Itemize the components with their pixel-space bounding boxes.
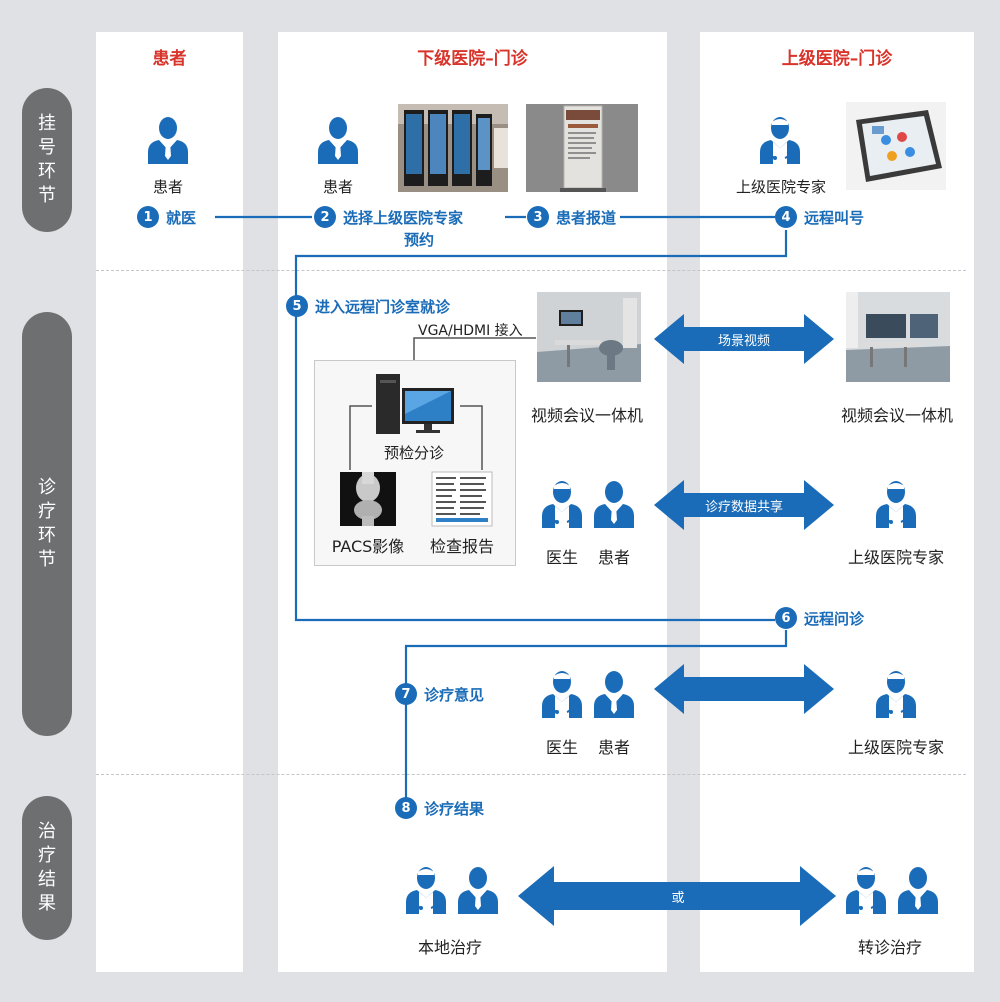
precheck-label: 预检分诊 (383, 444, 444, 462)
patient-icon-c (592, 480, 636, 528)
expert-label-a: 上级医院专家 (735, 178, 826, 196)
patient-label-d: 患者 (597, 738, 630, 757)
data-share-label: 诊疗数据共享 (704, 500, 783, 515)
header-upper-hospital: 上级医院–门诊 (781, 49, 893, 69)
header-lower-hospital: 下级医院–门诊 (417, 49, 528, 69)
vga-label: VGA/HDMI 接入 (418, 323, 523, 339)
opinion-arrow (654, 664, 834, 714)
tablet-image (846, 102, 946, 190)
step-2-subtext: 预约 (404, 231, 435, 249)
pacs-label: PACS影像 (331, 537, 405, 556)
phase-diagnosis: 诊疗环节 (22, 312, 72, 736)
expert-icon-c (874, 670, 918, 718)
vc-label-upper: 视频会议一体机 (840, 406, 953, 425)
expert-label-b: 上级医院专家 (847, 548, 944, 567)
separator-1 (96, 270, 966, 271)
or-arrow (518, 866, 836, 926)
signboard-image (526, 104, 638, 192)
doctor-icon-local (404, 866, 448, 914)
expert-icon-b (874, 480, 918, 528)
report-image (431, 471, 493, 527)
precheck-box (314, 360, 516, 566)
patient-label-a: 患者 (152, 178, 183, 196)
header-patient: 患者 (152, 49, 187, 69)
vc-room-lower (537, 292, 641, 382)
report-label: 检查报告 (429, 537, 494, 556)
patient-label-c: 患者 (597, 548, 630, 567)
column-patient (96, 32, 243, 972)
phase-result: 治疗结果 (22, 796, 72, 940)
vc-room-upper (846, 292, 950, 382)
separator-2 (96, 774, 966, 775)
doctor-label-b: 医生 (545, 738, 578, 757)
phase-register: 挂号环节 (22, 88, 72, 232)
vc-label-lower: 视频会议一体机 (530, 406, 643, 425)
kiosk-image (398, 104, 508, 192)
doctor-icon-b (540, 670, 584, 718)
doctor-icon-transfer (844, 866, 888, 914)
local-treatment-label: 本地治疗 (417, 938, 482, 957)
patient-icon-local (456, 866, 500, 914)
doctor-icon-a (540, 480, 584, 528)
computer-icon (376, 374, 454, 434)
patient-icon-transfer (896, 866, 940, 914)
scene-video-label: 场景视频 (717, 334, 770, 349)
doctor-label-a: 医生 (545, 548, 578, 567)
patient-label-b: 患者 (322, 178, 353, 196)
or-label: 或 (671, 891, 685, 906)
xray-image (340, 472, 396, 526)
patient-icon-d (592, 670, 636, 718)
transfer-treatment-label: 转诊治疗 (857, 938, 922, 957)
expert-label-c: 上级医院专家 (847, 738, 944, 757)
